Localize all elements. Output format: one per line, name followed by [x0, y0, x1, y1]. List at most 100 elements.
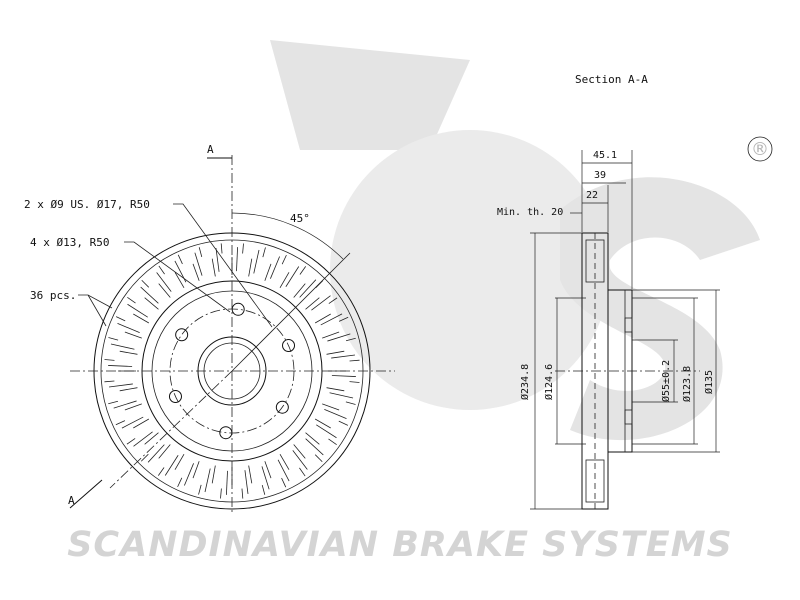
vent-slot	[156, 272, 172, 292]
vent-slot	[144, 297, 159, 310]
vent-slot	[327, 333, 351, 342]
callout-holes-13: 4 x Ø13, R50	[30, 236, 109, 249]
vent-slot	[281, 477, 287, 488]
vent-slot	[293, 283, 306, 298]
vent-slot	[326, 350, 345, 355]
vent-slot	[320, 313, 343, 326]
vent-slot	[108, 400, 119, 405]
vent-slot	[158, 444, 171, 459]
ventilation-slots	[104, 243, 360, 499]
section-line	[109, 370, 233, 489]
dim-135: Ø135	[703, 370, 715, 394]
vent-slot	[108, 337, 119, 341]
vent-slot	[329, 392, 354, 399]
bolt-holes	[168, 302, 296, 440]
vent-slot	[322, 331, 340, 339]
dim-123-8: Ø123.8	[681, 366, 693, 402]
vent-slot	[261, 484, 266, 495]
vent-slot	[198, 484, 202, 495]
vent-slot	[299, 266, 307, 275]
vent-slot	[314, 418, 331, 429]
vent-slot	[115, 420, 126, 426]
vent-slot	[119, 350, 138, 355]
vent-slot	[324, 409, 347, 419]
vent-slot	[299, 279, 317, 298]
brand-watermark: SCANDINAVIAN BRAKE SYSTEMS	[67, 525, 733, 565]
vent-slot	[110, 343, 135, 350]
angle-label: 45°	[290, 212, 310, 225]
vent-lower	[585, 459, 605, 503]
vent-slot	[331, 354, 356, 359]
vent-slot	[326, 387, 345, 392]
vent-slot	[328, 438, 337, 446]
vent-slot	[158, 283, 171, 298]
vent-slot	[108, 365, 133, 367]
vent-slot	[253, 249, 260, 274]
dim-451: 45.1	[593, 150, 617, 161]
vent-slot	[192, 461, 200, 479]
vent-slot	[198, 247, 203, 258]
vent-slot	[316, 424, 337, 439]
vent-slot	[215, 247, 220, 272]
vent-slot	[292, 450, 308, 470]
hole-section-top	[624, 317, 633, 333]
vent-slot	[119, 387, 138, 392]
vent-slot	[264, 263, 272, 281]
vent-slot	[220, 243, 223, 254]
angle-arc	[231, 212, 344, 260]
vent-slot	[349, 359, 360, 362]
bolt-hole	[231, 302, 245, 316]
vent-slot	[121, 416, 144, 429]
bolt-hole	[175, 328, 189, 342]
vent-slot	[305, 297, 320, 310]
dim-124-6: Ø124.6	[543, 364, 555, 400]
vent-slot	[115, 316, 126, 322]
vent-upper	[585, 239, 605, 283]
dim-39: 39	[594, 170, 606, 181]
vent-slot	[204, 468, 211, 493]
vent-slot	[248, 465, 253, 484]
vent-slot	[144, 432, 159, 445]
vent-slot	[104, 359, 115, 361]
vent-slot	[127, 296, 136, 304]
vent-slot	[279, 453, 290, 470]
callout-holes-9: 2 x Ø9 US. Ø17, R50	[24, 198, 150, 211]
vent-slot	[338, 420, 349, 426]
section-mark-top: A	[207, 143, 214, 156]
vent-slot	[293, 444, 306, 459]
vent-slot	[242, 243, 244, 254]
vent-slot	[311, 295, 331, 311]
vent-slot	[220, 488, 222, 499]
bolt-hole	[282, 339, 296, 353]
vent-slot	[174, 272, 185, 289]
section-arrow-bottom	[69, 479, 103, 509]
vent-slot	[270, 256, 280, 279]
vent-slot	[279, 272, 290, 289]
vent-slot	[261, 466, 270, 490]
dim-22: 22	[586, 190, 598, 201]
vent-slot	[184, 463, 194, 486]
vent-slot	[345, 401, 356, 405]
vent-slot	[141, 279, 150, 288]
vent-slot	[177, 477, 183, 488]
angle-ray	[231, 252, 351, 372]
section-title: Section A-A	[575, 73, 648, 86]
vent-slot	[328, 297, 338, 304]
min-thickness-label: Min. th. 20	[497, 207, 563, 218]
vent-slot	[211, 258, 216, 277]
leader-holes-9	[173, 203, 273, 328]
vent-slot	[281, 254, 287, 265]
vent-slot	[177, 254, 183, 265]
registered-mark-ring	[747, 136, 773, 162]
vent-slot	[314, 454, 323, 463]
vent-slot	[174, 453, 185, 470]
vent-slot	[133, 418, 150, 429]
leader-holes-13	[124, 241, 231, 313]
vent-slot	[157, 467, 165, 476]
front-view: A A 45° 2 x Ø9 US. Ø17, R50 4 x Ø13, R50…	[24, 143, 395, 515]
vent-slot	[305, 432, 320, 445]
vent-slot	[349, 381, 360, 383]
vent-slot	[194, 252, 203, 276]
